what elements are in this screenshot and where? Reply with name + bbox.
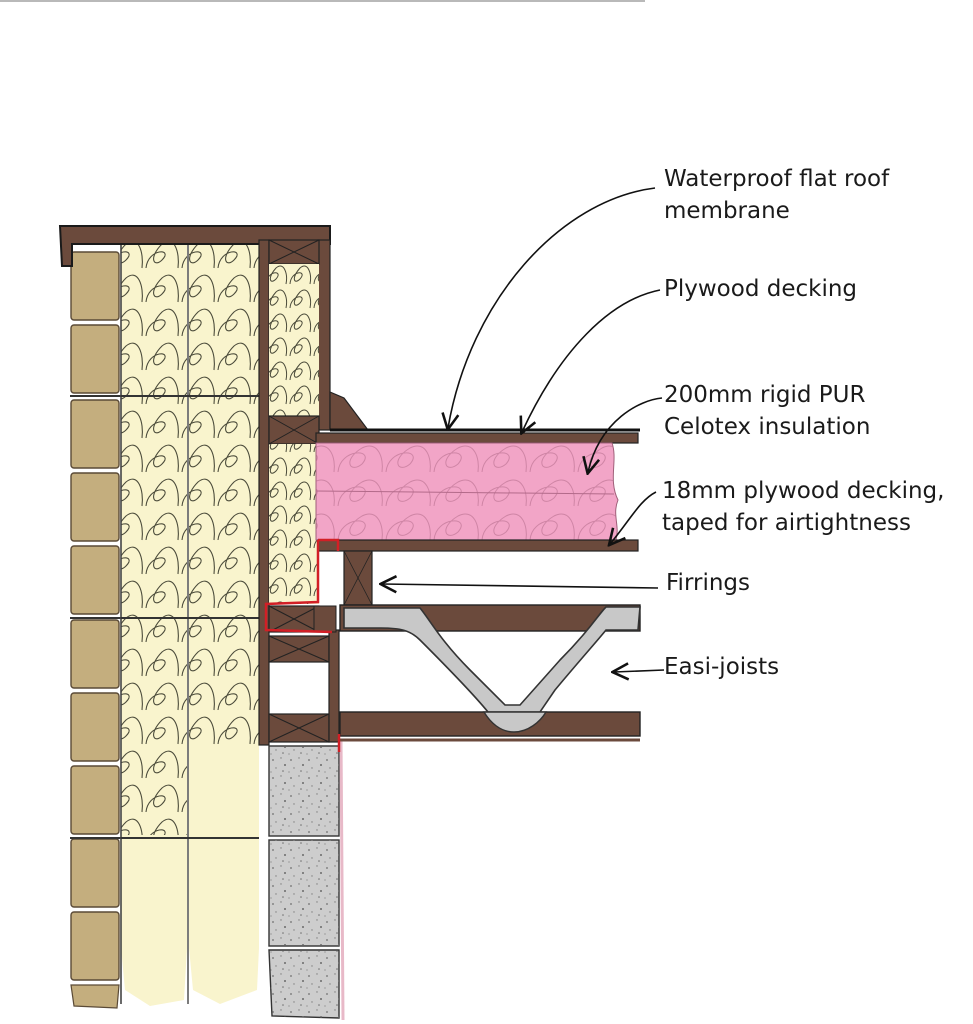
label-insulation: 200mm rigid PUR Celotex insulation [664, 379, 870, 443]
airtight-tape [264, 540, 341, 752]
leader-firrings [382, 584, 659, 588]
parapet-coping [58, 225, 331, 267]
leader-lines [382, 187, 665, 672]
top-border-line [0, 0, 645, 2]
brick-outer-leaf [70, 238, 124, 1018]
plywood-decking-18mm [317, 539, 639, 552]
leader-plywood [522, 289, 661, 432]
label-plywood-decking: Plywood decking [664, 276, 858, 302]
blockwork [268, 739, 345, 1021]
leader-membrane [448, 187, 656, 428]
label-decking-18mm-line2: taped for airtightness [662, 510, 911, 536]
easi-joist [339, 604, 641, 742]
label-insulation-line2: Celotex insulation [664, 414, 871, 440]
label-insulation-line1: 200mm rigid PUR [664, 382, 866, 408]
roof-build-up [315, 428, 640, 606]
label-firrings: Firrings [666, 570, 751, 596]
label-membrane-line1: Waterproof flat roof [664, 166, 890, 192]
label-membrane-line2: membrane [664, 198, 790, 224]
top-plywood-decking [315, 432, 639, 444]
label-decking-18mm: 18mm plywood decking, taped for airtight… [662, 475, 944, 539]
upstand-fillet [329, 391, 370, 431]
label-membrane: Waterproof flat roof membrane [664, 163, 889, 227]
leader-easi-joists [614, 670, 665, 672]
wall-insulation [120, 238, 259, 1006]
leader-insulation [588, 397, 663, 472]
timber-frame [258, 239, 340, 746]
leader-decking [610, 491, 657, 544]
label-decking-18mm-line1: 18mm plywood decking, [662, 478, 945, 504]
label-easi-joists: Easi-joists [664, 654, 780, 680]
